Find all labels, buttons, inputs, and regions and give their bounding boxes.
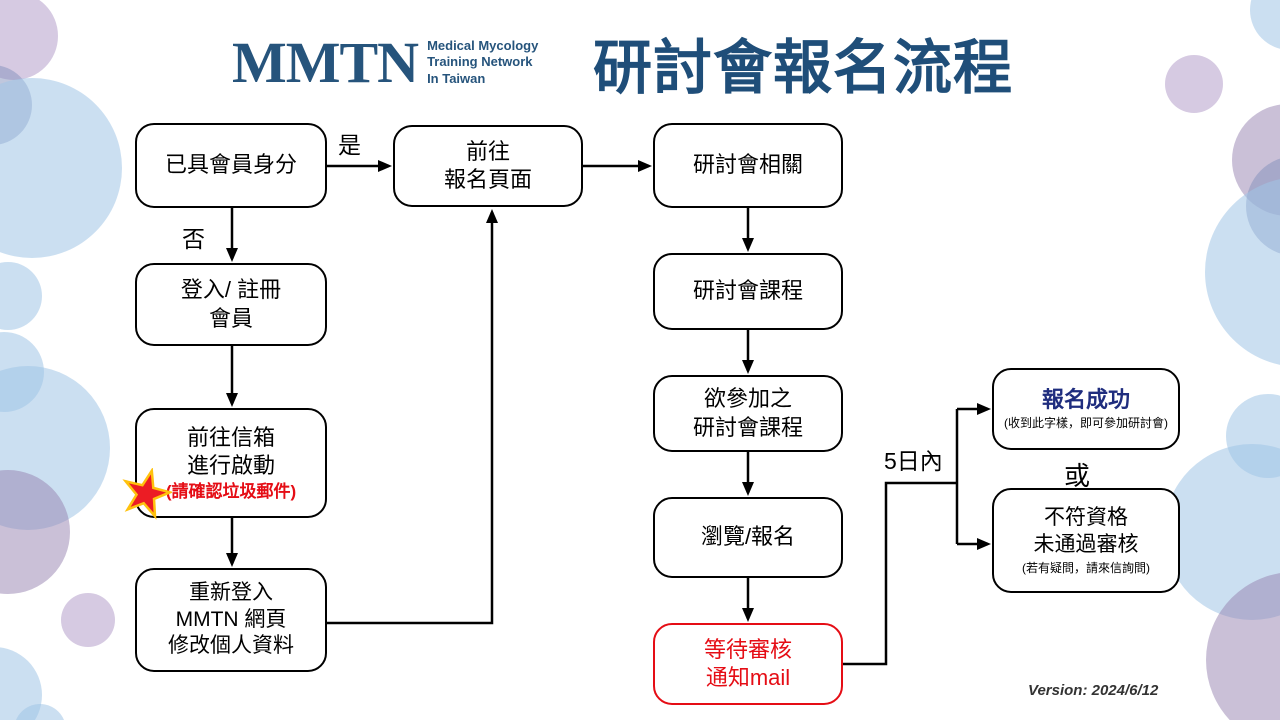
decorative-circle [1165,55,1223,113]
node-line: 登入/ 註冊 [180,277,282,303]
node-line: 研討會相關 [692,152,803,178]
node-browse-register: 瀏覽/報名 [653,497,843,578]
label-yes: 是 [338,132,361,158]
node-desired-courses: 欲參加之 研討會課程 [653,375,843,452]
version-text: Version: 2024/6/12 [1028,682,1159,699]
node-wait-review-mail: 等待審核 通知mail [653,623,843,705]
node-seminar-courses: 研討會課程 [653,253,843,330]
label-or: 或 [1064,461,1091,491]
node-mailbox-activate: 前往信箱 進行啟動 (請確認垃圾郵件) [135,408,327,518]
decorative-circle [14,704,66,720]
node-line: 通知mail [705,665,791,690]
rejected-note: (若有疑問，請來信詢問) [1022,560,1150,575]
mmtn-logo: MMTN Medical Mycology Training Network I… [232,34,538,92]
node-line: 重新登入 [189,580,273,604]
label-within-5-days: 5日內 [884,448,943,474]
node-member-check: 已具會員身分 [135,123,327,208]
node-line: 未通過審核 [1033,532,1139,556]
node-line: 前往 [465,138,510,164]
star-icon [122,468,172,520]
node-line: 前往信箱 [186,425,275,451]
node-line: 不符資格 [1044,505,1128,529]
logo-subtext-line: In Taiwan [427,70,486,86]
arrow-relogin-to-gotopage [327,209,498,625]
node-line: 研討會課程 [692,278,803,304]
node-relogin-edit-profile: 重新登入 MMTN 網頁 修改個人資料 [135,568,327,672]
node-line: 會員 [208,305,253,331]
node-line: 研討會課程 [692,414,803,440]
node-line: 報名頁面 [443,167,532,192]
node-line: 瀏覽/報名 [700,524,796,550]
node-line: 欲參加之 [703,386,792,412]
node-line: 等待審核 [703,636,792,662]
node-line: 已具會員身分 [164,152,297,178]
page-title: 研討會報名流程 [593,35,1014,101]
node-seminar-related: 研討會相關 [653,123,843,208]
label-no: 否 [182,226,205,252]
logo-subtext-line: Medical Mycology [427,38,539,53]
node-line: 修改個人資料 [168,634,294,658]
node-line: MMTN 網頁 [175,607,287,631]
node-registration-success: 報名成功 (收到此字樣，即可參加研討會) [992,368,1180,450]
success-note: (收到此字樣，即可參加研討會) [1004,416,1168,431]
connector-wait-to-junction [843,481,957,666]
logo-acronym: MMTN [232,30,419,95]
spam-warning-note: (請確認垃圾郵件) [165,481,297,501]
logo-subtext: Medical Mycology Training Network In Tai… [427,38,538,87]
logo-subtext-line: Training Network [427,54,533,70]
node-not-qualified: 不符資格 未通過審核 (若有疑問，請來信詢問) [992,488,1180,593]
decorative-circle [61,593,115,647]
node-login-register: 登入/ 註冊 會員 [135,263,327,346]
success-title: 報名成功 [1041,387,1130,413]
node-goto-registration-page: 前往 報名頁面 [393,125,583,207]
node-line: 進行啟動 [186,453,275,479]
